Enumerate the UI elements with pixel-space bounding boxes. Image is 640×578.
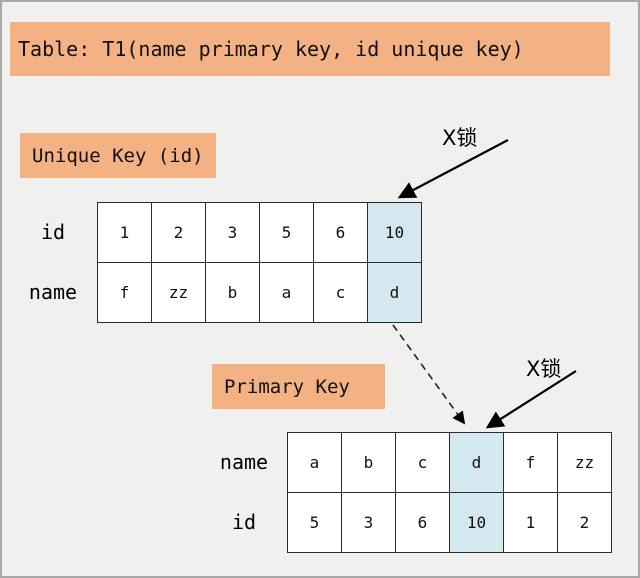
table-cell: a bbox=[260, 263, 314, 323]
table-row: 1 2 3 5 6 10 bbox=[98, 203, 422, 263]
table-cell: 5 bbox=[260, 203, 314, 263]
table-cell: a bbox=[288, 433, 342, 493]
table-row: f zz b a c d bbox=[98, 263, 422, 323]
table-row: a b c d f zz bbox=[288, 433, 612, 493]
highlighted-cell: d bbox=[450, 433, 504, 493]
table-cell: zz bbox=[558, 433, 612, 493]
table-cell: c bbox=[314, 263, 368, 323]
table-cell: 2 bbox=[152, 203, 206, 263]
table-cell: 1 bbox=[98, 203, 152, 263]
row-header-name: name bbox=[28, 280, 78, 304]
table-cell: 3 bbox=[206, 203, 260, 263]
table-cell: 1 bbox=[504, 493, 558, 553]
row-header-name: name bbox=[219, 450, 269, 474]
table-cell: 2 bbox=[558, 493, 612, 553]
table-cell: b bbox=[206, 263, 260, 323]
table-cell: f bbox=[504, 433, 558, 493]
table-cell: f bbox=[98, 263, 152, 323]
primary-key-table: a b c d f zz 5 3 6 10 1 2 bbox=[287, 432, 612, 553]
table-cell: c bbox=[396, 433, 450, 493]
table-cell: zz bbox=[152, 263, 206, 323]
unique-key-label: Unique Key (id) bbox=[20, 133, 216, 178]
primary-key-label: Primary Key bbox=[212, 364, 385, 409]
row-header-id: id bbox=[40, 220, 66, 244]
table-cell: b bbox=[342, 433, 396, 493]
table-cell: 6 bbox=[314, 203, 368, 263]
table-title-banner: Table: T1(name primary key, id unique ke… bbox=[10, 22, 610, 76]
table-cell: 3 bbox=[342, 493, 396, 553]
unique-to-primary-dashed-arrow bbox=[392, 324, 466, 425]
highlighted-cell: 10 bbox=[368, 203, 422, 263]
highlighted-cell: d bbox=[368, 263, 422, 323]
unique-key-table: 1 2 3 5 6 10 f zz b a c d bbox=[97, 202, 422, 323]
table-cell: 5 bbox=[288, 493, 342, 553]
x-lock-label-top: X锁 bbox=[442, 126, 478, 150]
row-header-id: id bbox=[231, 510, 257, 534]
table-cell: 6 bbox=[396, 493, 450, 553]
table-row: 5 3 6 10 1 2 bbox=[288, 493, 612, 553]
x-lock-label-bottom: X锁 bbox=[526, 357, 562, 381]
highlighted-cell: 10 bbox=[450, 493, 504, 553]
